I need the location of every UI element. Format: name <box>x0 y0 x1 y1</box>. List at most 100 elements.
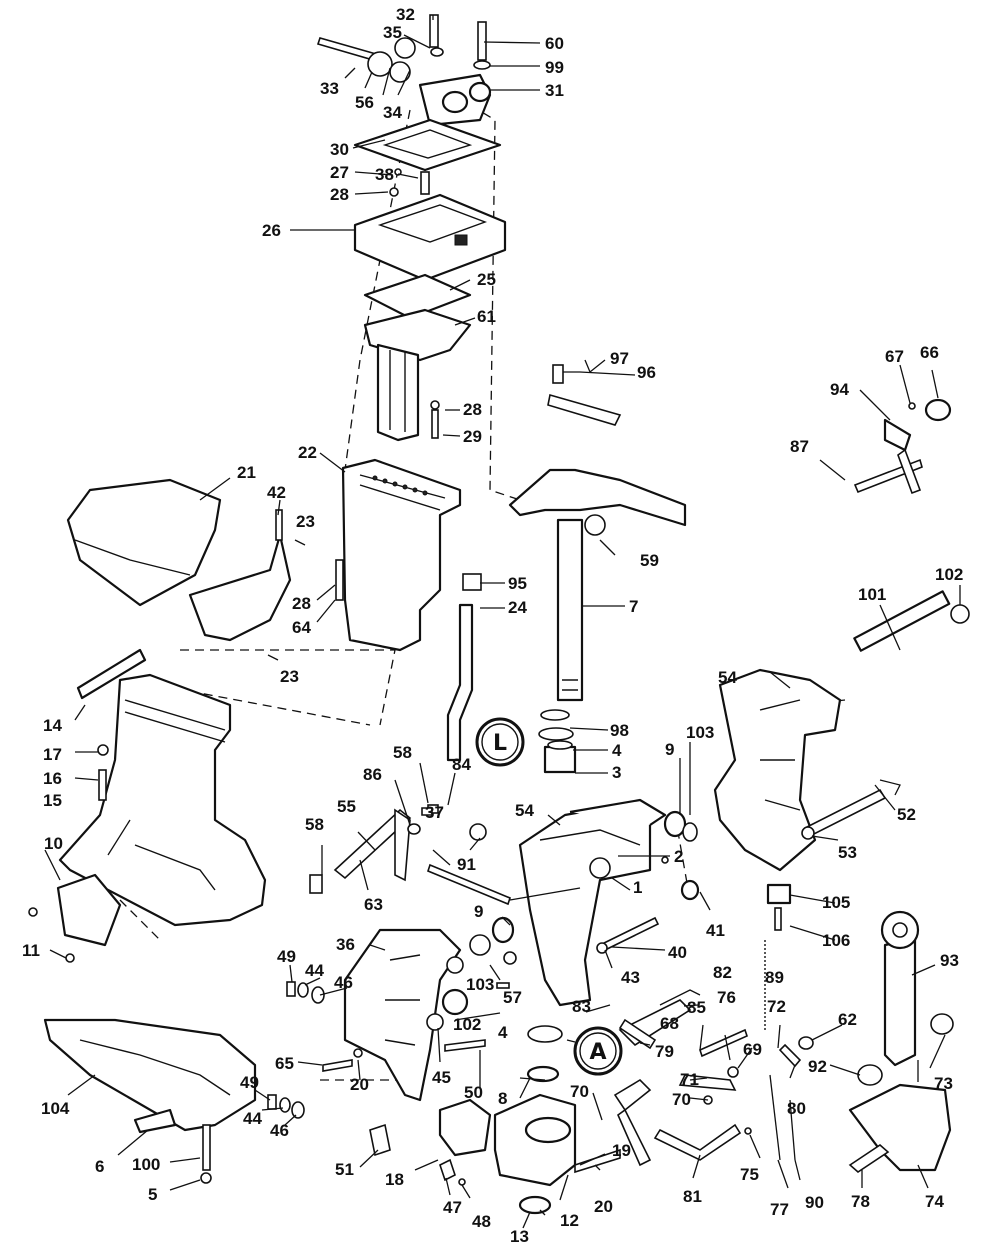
label-20-right: 20 <box>594 1197 613 1216</box>
label-18: 18 <box>385 1170 404 1189</box>
label-66: 66 <box>920 343 939 362</box>
label-79: 79 <box>655 1042 674 1061</box>
label-1: 1 <box>633 878 642 897</box>
part-number-labels: 32 35 60 99 31 33 56 34 30 27 38 28 26 2… <box>22 5 963 1246</box>
label-102-center: 102 <box>453 1015 481 1034</box>
label-75: 75 <box>740 1165 759 1184</box>
exhaust-housing <box>335 458 462 652</box>
label-24: 24 <box>508 598 527 617</box>
label-103-right: 103 <box>686 723 714 742</box>
label-54-right: 54 <box>718 668 737 687</box>
label-21: 21 <box>237 463 256 482</box>
label-86: 86 <box>363 765 382 784</box>
label-54-center: 54 <box>515 801 534 820</box>
label-61: 61 <box>477 307 496 326</box>
label-37: 37 <box>425 803 444 822</box>
label-101: 101 <box>858 585 886 604</box>
label-106: 106 <box>822 931 850 950</box>
label-56: 56 <box>355 93 374 112</box>
label-40: 40 <box>668 943 687 962</box>
label-85: 85 <box>687 998 706 1017</box>
label-20-left: 20 <box>350 1075 369 1094</box>
label-53: 53 <box>838 843 857 862</box>
exhaust-plates <box>353 118 507 320</box>
label-44-low: 44 <box>243 1109 262 1128</box>
label-55: 55 <box>337 797 356 816</box>
label-33: 33 <box>320 79 339 98</box>
bushings <box>426 709 700 1052</box>
label-23-low: 23 <box>280 667 299 686</box>
label-23-top: 23 <box>296 512 315 531</box>
label-74: 74 <box>925 1192 944 1211</box>
swivel-bracket <box>518 740 667 1007</box>
label-12: 12 <box>560 1211 579 1230</box>
label-105: 105 <box>822 893 850 912</box>
label-76: 76 <box>717 988 736 1007</box>
label-90: 90 <box>805 1193 824 1212</box>
label-46-top: 46 <box>334 973 353 992</box>
label-46-low: 46 <box>270 1121 289 1140</box>
label-84: 84 <box>452 755 471 774</box>
label-104: 104 <box>41 1099 70 1118</box>
label-9-right: 9 <box>665 740 674 759</box>
label-64: 64 <box>292 618 311 637</box>
label-87: 87 <box>790 437 809 456</box>
label-81: 81 <box>683 1187 702 1206</box>
label-9-center: 9 <box>474 902 483 921</box>
label-94: 94 <box>830 380 849 399</box>
label-82: 82 <box>713 963 732 982</box>
label-30: 30 <box>330 140 349 159</box>
label-2: 2 <box>674 847 683 866</box>
label-36: 36 <box>336 935 355 954</box>
label-97: 97 <box>610 349 629 368</box>
label-80: 80 <box>787 1099 806 1118</box>
label-91: 91 <box>457 855 476 874</box>
label-89: 89 <box>765 968 784 987</box>
lubricant-badge-bottom: A <box>573 1026 623 1076</box>
label-42: 42 <box>267 483 286 502</box>
label-8: 8 <box>498 1089 507 1108</box>
label-58-left: 58 <box>305 815 324 834</box>
label-41: 41 <box>706 921 725 940</box>
washer-stacks <box>267 981 363 1119</box>
label-49-top: 49 <box>277 947 296 966</box>
label-77: 77 <box>770 1200 789 1219</box>
label-60: 60 <box>545 34 564 53</box>
label-28-mid: 28 <box>463 400 482 419</box>
label-35: 35 <box>383 23 402 42</box>
label-5: 5 <box>148 1185 157 1204</box>
label-93: 93 <box>940 951 959 970</box>
top-right-parts <box>547 364 952 495</box>
label-68: 68 <box>660 1014 679 1033</box>
label-65: 65 <box>275 1054 294 1073</box>
label-102-top: 102 <box>935 565 963 584</box>
label-67: 67 <box>885 347 904 366</box>
label-103-center: 103 <box>466 975 494 994</box>
label-38: 38 <box>375 165 394 184</box>
label-19: 19 <box>612 1141 631 1160</box>
lubricant-badge-top: L <box>475 717 525 767</box>
label-58-top: 58 <box>393 743 412 762</box>
label-92: 92 <box>808 1057 827 1076</box>
label-15: 15 <box>43 791 62 810</box>
label-6: 6 <box>95 1157 104 1176</box>
label-4-top: 4 <box>612 741 622 760</box>
label-3: 3 <box>612 763 621 782</box>
label-73: 73 <box>934 1074 953 1093</box>
leader-lines <box>44 15 961 1229</box>
label-48: 48 <box>472 1212 491 1231</box>
trim-cylinder <box>766 883 954 1174</box>
stern-bracket-left <box>343 916 517 1102</box>
label-16: 16 <box>43 769 62 788</box>
label-71: 71 <box>680 1070 699 1089</box>
label-17: 17 <box>43 745 62 764</box>
label-95: 95 <box>508 574 527 593</box>
label-69: 69 <box>743 1040 762 1059</box>
label-98: 98 <box>610 721 629 740</box>
steering-arm <box>446 468 687 762</box>
label-4-bottom: 4 <box>498 1023 508 1042</box>
label-10: 10 <box>44 834 63 853</box>
lower-mount <box>43 1018 257 1184</box>
